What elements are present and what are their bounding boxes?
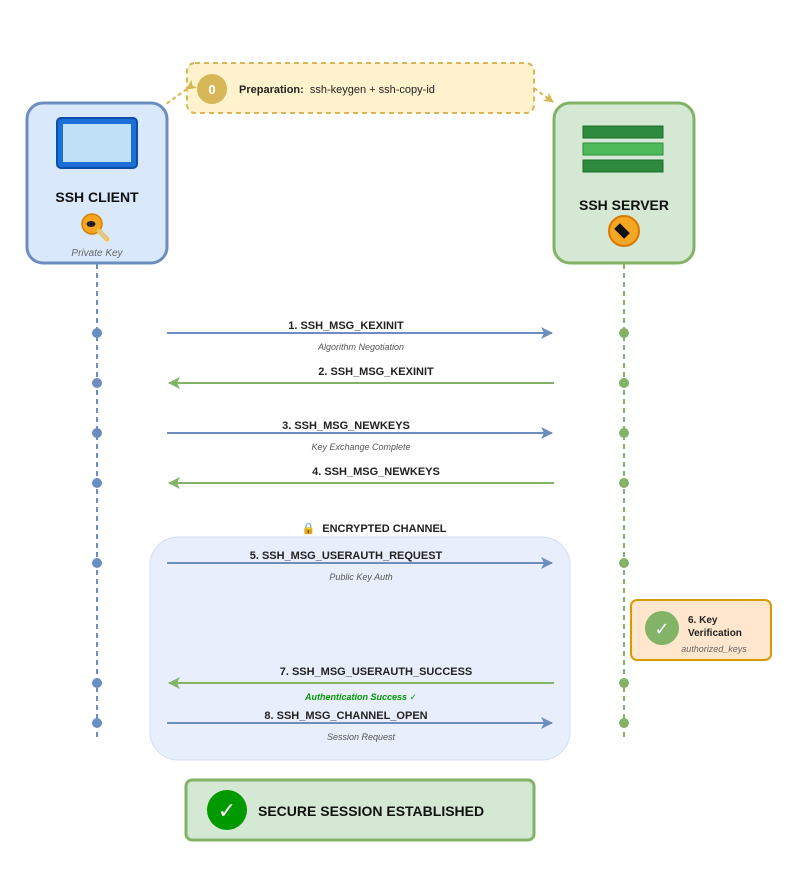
key-icon [81,213,110,242]
message-3-label: 3. SSH_MSG_NEWKEYS [282,420,410,432]
server-rack-icon [582,125,664,173]
message-1-sublabel: Algorithm Negotiation [317,342,404,352]
client-lifeline-dots [92,328,102,728]
message-5: 5. SSH_MSG_USERAUTH_REQUEST Public Key A… [167,550,553,582]
ssh-server-title: SSH SERVER [579,197,669,213]
message-7-label: 7. SSH_MSG_USERAUTH_SUCCESS [280,666,473,678]
secure-session-box: ✓ SECURE SESSION ESTABLISHED [184,778,536,842]
encrypted-channel-area [149,536,571,761]
message-4: 4. SSH_MSG_NEWKEYS [168,466,554,489]
message-5-sublabel: Public Key Auth [329,572,392,582]
message-3-sublabel: Key Exchange Complete [311,442,410,452]
message-1-label: 1. SSH_MSG_KEXINIT [288,320,404,332]
key-verification-box: ✓ 6. Key Verification authorized_keys [630,599,772,661]
message-2: 2. SSH_MSG_KEXINIT [168,366,554,389]
message-4-label: 4. SSH_MSG_NEWKEYS [312,466,440,478]
message-7: 7. SSH_MSG_USERAUTH_SUCCESS Authenticati… [168,666,554,702]
verification-sublabel: authorized_keys [681,644,747,654]
server-lifeline-dots [619,328,629,728]
ssh-client-title: SSH CLIENT [55,189,139,205]
verification-check-icon [645,611,679,645]
monitor-icon [56,117,138,169]
preparation-text: Preparation: ssh-keygen + ssh-copy-id [239,84,435,96]
lock-badge-icon [608,215,640,247]
message-2-label: 2. SSH_MSG_KEXINIT [318,366,434,378]
message-7-sublabel: Authentication Success ✓ [304,692,417,702]
secure-session-label: SECURE SESSION ESTABLISHED [258,803,484,819]
lock-icon: 🔒 [301,522,315,535]
message-5-label: 5. SSH_MSG_USERAUTH_REQUEST [250,550,443,562]
message-8-sublabel: Session Request [327,732,396,742]
message-1: 1. SSH_MSG_KEXINIT Algorithm Negotiation [167,320,553,352]
encrypted-channel-label: 🔒 ENCRYPTED CHANNEL [301,522,446,535]
preparation-step-badge [197,74,227,104]
success-check-glyph: ✓ [218,798,236,823]
prep-to-server-connector [533,87,554,103]
message-8: 8. SSH_MSG_CHANNEL_OPEN Session Request [167,710,553,742]
verification-title-line1: 6. Key [688,615,718,626]
verification-title-line2: Verification [688,628,742,639]
message-3: 3. SSH_MSG_NEWKEYS Key Exchange Complete [167,420,553,452]
preparation-step-number: 0 [208,82,215,97]
prep-to-client-connector [165,79,198,105]
private-key-label: Private Key [71,248,123,259]
verification-check-glyph: ✓ [654,619,669,639]
success-check-icon [207,790,247,830]
message-8-label: 8. SSH_MSG_CHANNEL_OPEN [264,710,427,722]
